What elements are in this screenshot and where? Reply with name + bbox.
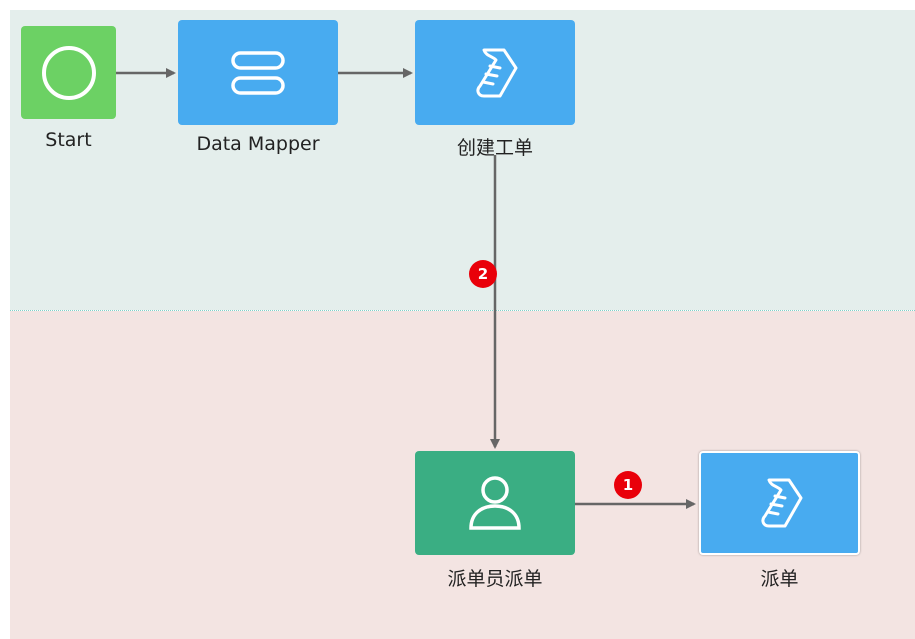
dispatcher-user-node[interactable]	[415, 451, 575, 555]
user-icon	[469, 476, 521, 530]
data-mapper-node-label: Data Mapper	[196, 133, 320, 155]
swimlane-divider	[10, 310, 915, 311]
dispatch-node-label: 派单	[760, 568, 799, 590]
data-mapper-icon	[231, 50, 285, 95]
scroll-icon	[760, 478, 802, 528]
start-node-label: Start	[45, 129, 92, 151]
create-ticket-node[interactable]	[415, 20, 575, 125]
circle-icon	[41, 45, 96, 100]
dispatch-node[interactable]	[699, 451, 860, 555]
data-mapper-node[interactable]	[178, 20, 338, 125]
edge-order-badge: 1	[614, 471, 642, 499]
dispatcher-user-node-label: 派单员派单	[447, 568, 543, 590]
scroll-icon	[476, 48, 518, 97]
start-node[interactable]	[21, 26, 116, 119]
create-ticket-node-label: 创建工单	[456, 137, 533, 159]
edge-order-badge: 2	[469, 260, 497, 288]
